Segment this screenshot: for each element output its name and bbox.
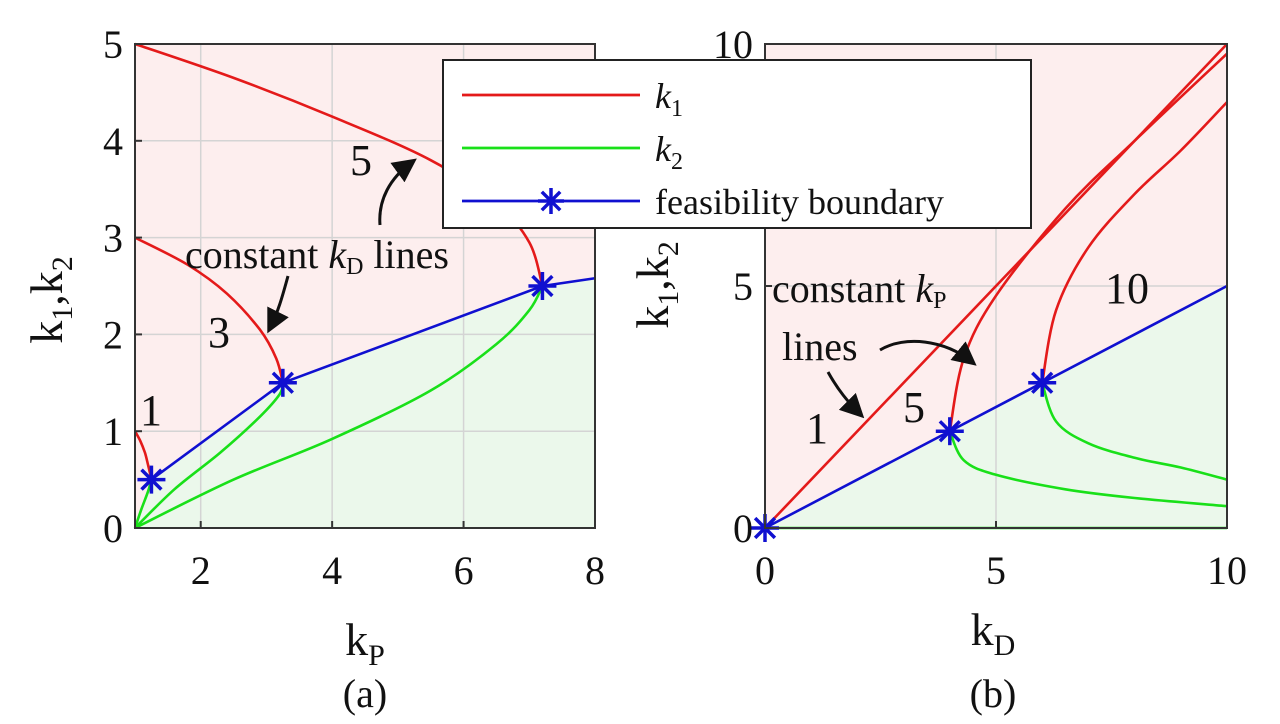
panel-b-xtick-label: 10 bbox=[1207, 548, 1247, 593]
panel-a-ytick-label: 0 bbox=[103, 506, 123, 551]
panel-a-curve-label-1: 1 bbox=[140, 386, 162, 435]
panel-a-ytick-label: 5 bbox=[103, 22, 123, 67]
legend-label-main-2: feasibility boundary bbox=[655, 182, 944, 222]
panel-b-xlabel-main: k bbox=[971, 604, 994, 655]
panel-a-ytick-label: 2 bbox=[103, 312, 123, 357]
panel-b-ylabel-sep: , bbox=[627, 279, 678, 291]
panel-b-ylabel-sub2: 2 bbox=[652, 241, 685, 256]
panel-a-xlabel: kP bbox=[345, 614, 385, 672]
panel-b-ylabel: k1,k2 bbox=[627, 241, 685, 329]
panel-a-annotation: constant kD lines bbox=[185, 232, 449, 280]
panel-a-boundary-marker-0 bbox=[137, 465, 166, 494]
panel-a-series-k1-3 bbox=[134, 236, 285, 384]
panel-a-xlabel-sub: P bbox=[368, 639, 385, 672]
panel-a-ytick-label: 3 bbox=[103, 216, 123, 261]
panel-b-curve-label-5: 5 bbox=[903, 383, 925, 432]
panel-b-boundary-marker-1-stroke bbox=[938, 420, 961, 443]
panel-b-ylabel-k2: k bbox=[627, 256, 678, 279]
panel-a-annotation-suffix: lines bbox=[363, 232, 449, 277]
panel-b-ytick-label: 0 bbox=[733, 506, 753, 551]
panel-a-ylabel-sub1: 1 bbox=[46, 306, 79, 321]
panel-b-boundary-marker-2-stroke bbox=[1031, 371, 1054, 394]
panel-b-ylabel-sub1: 1 bbox=[652, 291, 685, 306]
panel-a-boundary-marker-0-stroke bbox=[140, 468, 163, 491]
panel-a-ylabel-sub2: 2 bbox=[46, 256, 79, 271]
legend-label-1: k2 bbox=[655, 129, 683, 175]
legend-label-sub-0: 1 bbox=[671, 96, 683, 122]
panel-a-caption: (a) bbox=[343, 671, 387, 716]
panel-b-annotation-sub: P bbox=[933, 288, 946, 314]
legend-label-2: feasibility boundary bbox=[655, 182, 944, 222]
panel-a-feasible-region bbox=[135, 278, 595, 528]
panel-a-ytick-label: 1 bbox=[103, 409, 123, 454]
panel-a-series-k2-5 bbox=[134, 285, 544, 530]
panel-a-series-k1-5 bbox=[134, 42, 544, 287]
panel-a-curve-label-3: 3 bbox=[208, 308, 230, 357]
panel-a-xtick-label: 4 bbox=[322, 548, 342, 593]
panel-a-xtick-label: 2 bbox=[191, 548, 211, 593]
panel-b-series-feasibility-boundary bbox=[764, 284, 1228, 530]
panel-a-xlabel-main: k bbox=[345, 614, 368, 665]
panel-a-annotation-k: k bbox=[328, 232, 347, 277]
legend-label-0: k1 bbox=[655, 76, 683, 122]
panel-a-ylabel-k2: k bbox=[21, 271, 72, 294]
legend-label-sub-1: 2 bbox=[671, 149, 683, 175]
panel-b-annotation-prefix: constant bbox=[772, 266, 915, 311]
panel-b-series-k2-10 bbox=[1040, 382, 1228, 481]
legend-label-main-0: k bbox=[655, 76, 672, 116]
panel-b-xlabel: kD bbox=[971, 604, 1016, 662]
panel-b-curve-label-1: 1 bbox=[806, 404, 828, 453]
panel-a-ylabel-k1: k bbox=[21, 321, 72, 344]
panel-a-curves bbox=[133, 42, 596, 530]
panel-a-boundary-marker-2-stroke bbox=[531, 274, 554, 298]
legend-marker-2-stroke bbox=[540, 190, 562, 212]
panel-b-series-k1-10 bbox=[1040, 101, 1228, 384]
panel-a-curve-label-5: 5 bbox=[350, 136, 372, 185]
panel-a-ylabel: k1,k2 bbox=[21, 256, 79, 344]
panel-b-annotation-line2: lines bbox=[782, 324, 858, 369]
panel-b-xtick-label: 5 bbox=[986, 548, 1006, 593]
panel-a-ytick-label: 4 bbox=[103, 119, 123, 164]
legend-label-main-1: k bbox=[655, 129, 672, 169]
panel-a-boundary-marker-1-stroke bbox=[271, 371, 294, 394]
panel-a-series-k2-3 bbox=[134, 382, 285, 529]
panel-b-caption: (b) bbox=[970, 671, 1017, 716]
panel-a-axes-box bbox=[134, 43, 596, 529]
panel-a-arrow-to-5 bbox=[378, 158, 417, 226]
panel-a-boundary-marker-1 bbox=[268, 368, 297, 397]
panel-a-annotation-sub: D bbox=[346, 254, 363, 280]
panel-b-ticks: 0 5 10 0 5 10 bbox=[713, 22, 1247, 593]
panel-b-ytick-label: 5 bbox=[733, 264, 753, 309]
legend-marker-2 bbox=[538, 188, 564, 214]
panel-b-arrow-to-5 bbox=[879, 339, 977, 366]
panel-a-series-feasibility-boundary bbox=[150, 276, 596, 481]
panel-b-boundary-marker-1 bbox=[935, 417, 964, 446]
panel-b-ylabel-k1: k bbox=[627, 306, 678, 329]
panel-a-boundary-marker-2 bbox=[528, 272, 557, 300]
panel-a-arrow-to-3 bbox=[267, 275, 290, 334]
panel-a-xtick-label: 8 bbox=[585, 548, 605, 593]
panel-a-ylabel-sep: , bbox=[21, 294, 72, 306]
panel-b-xtick-label: 0 bbox=[755, 548, 775, 593]
panel-b-xlabel-sub: D bbox=[994, 629, 1016, 662]
panel-b-boundary-marker-2 bbox=[1028, 368, 1057, 397]
panel-b-arrow-to-1 bbox=[826, 371, 865, 419]
panel-b-annotation-k: k bbox=[915, 266, 934, 311]
panel-b-series-k2-5 bbox=[948, 430, 1228, 508]
panel-a-annotation-prefix: constant bbox=[185, 232, 328, 277]
panel-a-series-k1-1 bbox=[133, 430, 153, 480]
panel-b-curve-label-10: 10 bbox=[1105, 264, 1149, 313]
panel-a-xtick-label: 6 bbox=[454, 548, 474, 593]
panel-b-annotation-line1: constant kP bbox=[772, 266, 946, 314]
